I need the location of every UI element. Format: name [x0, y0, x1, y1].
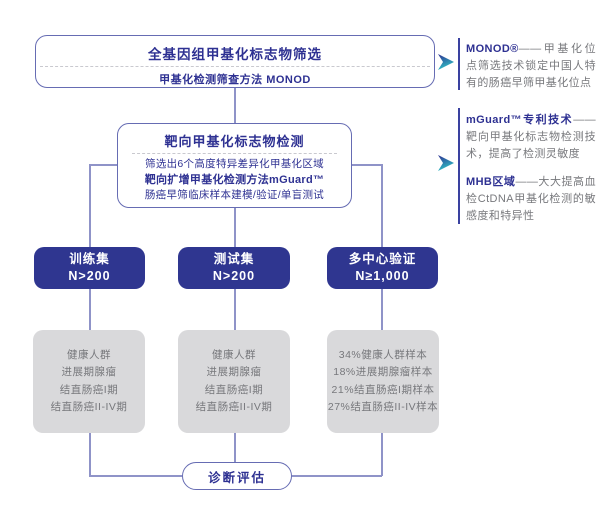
cohort-test-name: 测试集	[213, 252, 255, 266]
sample-line: 34%健康人群样本	[338, 348, 428, 361]
arrow-right-icon	[438, 54, 454, 70]
samples-multicenter-box: 34%健康人群样本 18%进展期腺瘤样本 21%结直肠癌I期样本 27%结直肠癌…	[327, 330, 439, 433]
diagnosis-evaluation-pill: 诊断评估	[182, 462, 292, 490]
step2-line2: 靶向扩增甲基化检测方法mGuard™	[144, 173, 325, 186]
step1-title: 全基因组甲基化标志物筛选	[148, 47, 322, 62]
arrow-right-icon	[438, 155, 454, 171]
annotation-mhb: MHB区域——大大提高血检CtDNA甲基化检测的敏感度和特异性	[466, 174, 596, 225]
annotation-monod-text: ——甲基化位点筛选技术锁定中国人特有的肠癌早筛甲基化位点	[466, 43, 596, 89]
step2-title: 靶向甲基化标志物检测	[164, 134, 305, 149]
cohort-test-box: 测试集 N>200	[178, 247, 290, 289]
connector-cohort3-samples	[381, 289, 383, 330]
cohort-multicenter-n: N≥1,000	[355, 269, 410, 283]
cohort-multicenter-box: 多中心验证 N≥1,000	[327, 247, 438, 289]
connector-right-down	[381, 433, 383, 476]
sample-line: 进展期腺瘤	[206, 366, 262, 378]
connector-step1-step2	[234, 88, 236, 123]
cohort-training-n: N>200	[68, 269, 111, 283]
sample-line: 进展期腺瘤	[61, 366, 117, 378]
sample-line: 27%结直肠癌II-IV样本	[327, 401, 439, 413]
step2-line1: 筛选出6个高度特异差异化甲基化区域	[145, 158, 324, 170]
sample-line: 18%进展期腺瘤样本	[333, 366, 433, 378]
annotation-mguard: mGuard™专利技术——靶向甲基化标志物检测技术，提高了检测灵敏度	[466, 112, 596, 163]
connector-left-down	[89, 433, 91, 476]
step2-targeted-detection-box: 靶向甲基化标志物检测 筛选出6个高度特异差异化甲基化区域 靶向扩增甲基化检测方法…	[117, 123, 352, 208]
annotation-mhb-text: ——大大提高血检CtDNA甲基化检测的敏感度和特异性	[466, 176, 596, 222]
sample-line: 结直肠癌II-IV期	[195, 401, 273, 413]
sample-line: 健康人群	[212, 348, 256, 361]
sample-line: 21%结直肠癌I期样本	[331, 383, 435, 396]
cohort-training-box: 训练集 N>200	[34, 247, 145, 289]
connector-right-to-pill	[292, 475, 382, 477]
connector-branch-right-v	[381, 164, 383, 247]
annotation-mguard-lead: mGuard™专利技术	[466, 114, 574, 126]
annotation-monod: MONOD®——甲基化位点筛选技术锁定中国人特有的肠癌早筛甲基化位点	[466, 41, 596, 92]
connector-branch-left-h	[89, 164, 117, 166]
cohort-training-name: 训练集	[69, 252, 110, 266]
step1-divider	[40, 66, 430, 67]
step1-subtitle: 甲基化检测筛查方法 MONOD	[159, 74, 311, 86]
diagnosis-evaluation-label: 诊断评估	[207, 470, 266, 485]
step1-genome-screening-box: 全基因组甲基化标志物筛选 甲基化检测筛查方法 MONOD	[35, 35, 435, 88]
sample-line: 结直肠癌I期	[59, 383, 119, 396]
cohort-multicenter-name: 多中心验证	[348, 252, 417, 266]
connector-mid-to-pill	[234, 433, 236, 462]
sample-line: 结直肠癌I期	[204, 383, 264, 396]
connector-cohort1-samples	[89, 289, 91, 330]
samples-test-box: 健康人群 进展期腺瘤 结直肠癌I期 结直肠癌II-IV期	[178, 330, 290, 433]
connector-left-to-pill	[89, 475, 182, 477]
step2-line3: 肠癌早筛临床样本建模/验证/单盲测试	[144, 189, 325, 201]
sample-line: 健康人群	[67, 348, 111, 361]
connector-branch-mid-v	[234, 208, 236, 247]
annotation-rule-1	[458, 38, 460, 90]
samples-training-box: 健康人群 进展期腺瘤 结直肠癌I期 结直肠癌II-IV期	[33, 330, 145, 433]
annotation-mhb-lead: MHB区域	[466, 176, 516, 188]
sample-line: 结直肠癌II-IV期	[50, 401, 128, 413]
connector-branch-left-v	[89, 164, 91, 247]
cohort-test-n: N>200	[212, 269, 256, 283]
connector-branch-right-h	[352, 164, 382, 166]
annotation-monod-lead: MONOD®	[466, 43, 519, 55]
annotation-rule-2	[458, 108, 460, 224]
connector-cohort2-samples	[234, 289, 236, 330]
step2-divider	[132, 153, 337, 154]
annotation-mguard-text: ——靶向甲基化标志物检测技术，提高了检测灵敏度	[466, 114, 596, 160]
